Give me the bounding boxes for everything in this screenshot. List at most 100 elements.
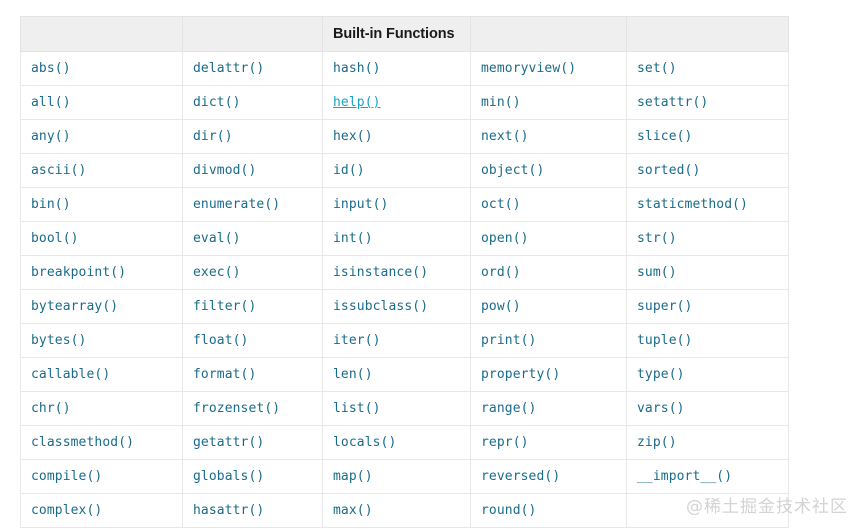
function-name: map() — [333, 469, 373, 484]
table-cell: round() — [470, 493, 627, 528]
function-name: staticmethod() — [637, 197, 748, 212]
table-cell: issubclass() — [322, 289, 471, 324]
table-cell: hex() — [322, 119, 471, 154]
table-cell: abs() — [20, 51, 183, 86]
function-name: round() — [481, 503, 537, 518]
table-cell: globals() — [182, 459, 323, 494]
table-cell: divmod() — [182, 153, 323, 188]
table-row: bool()eval()int()open()str() — [20, 221, 789, 256]
function-name: open() — [481, 231, 529, 246]
function-name: callable() — [31, 367, 111, 382]
table-cell: int() — [322, 221, 471, 256]
table-cell: min() — [470, 85, 627, 120]
function-name: slice() — [637, 129, 693, 144]
function-name: vars() — [637, 401, 685, 416]
function-name: divmod() — [193, 163, 257, 178]
table-row: any()dir()hex()next()slice() — [20, 119, 789, 154]
function-name: format() — [193, 367, 257, 382]
table-cell: max() — [322, 493, 471, 528]
table-cell: float() — [182, 323, 323, 358]
function-name: range() — [481, 401, 537, 416]
builtin-functions-table-container: Built-in Functions abs() delattr() hash() m… — [20, 16, 789, 528]
builtin-functions-table: Built-in Functions abs() delattr() hash() m… — [20, 16, 789, 528]
table-cell: list() — [322, 391, 471, 426]
table-header-cell-1 — [182, 16, 323, 52]
table-body: abs()delattr()hash()memoryview()set()all… — [20, 51, 789, 528]
function-name: dict() — [193, 95, 241, 110]
function-name: sorted() — [637, 163, 701, 178]
function-name: dir() — [193, 129, 233, 144]
function-name: ascii() — [31, 163, 87, 178]
table-cell: type() — [626, 357, 789, 392]
table-cell: exec() — [182, 255, 323, 290]
function-name: abs() — [31, 61, 71, 76]
table-cell: input() — [322, 187, 471, 222]
table-cell: object() — [470, 153, 627, 188]
function-name: all() — [31, 95, 71, 110]
function-name: memoryview() — [481, 61, 577, 76]
function-name: setattr() — [637, 95, 709, 110]
function-name: locals() — [333, 435, 397, 450]
table-row: classmethod() getattr() locals() repr() zip(… — [20, 425, 789, 460]
table-cell: super() — [626, 289, 789, 324]
table-cell: getattr() — [182, 425, 323, 460]
table-cell: compile() — [20, 459, 183, 494]
table-cell: hasattr() — [182, 493, 323, 528]
function-link[interactable]: help() — [333, 95, 381, 110]
table-cell: oct() — [470, 187, 627, 222]
table-cell: ord() — [470, 255, 627, 290]
table-cell: all() — [20, 85, 183, 120]
table-cell: breakpoint() — [20, 255, 183, 290]
table-row: complex()hasattr()max()round() — [20, 493, 789, 528]
table-cell: iter() — [322, 323, 471, 358]
table-cell: setattr() — [626, 85, 789, 120]
function-name: len() — [333, 367, 373, 382]
function-name: max() — [333, 503, 373, 518]
function-name: list() — [333, 401, 381, 416]
function-name: super() — [637, 299, 693, 314]
table-row: breakpoint()exec()isinstance()ord()sum() — [20, 255, 789, 290]
function-name: int() — [333, 231, 373, 246]
table-cell: zip() — [626, 425, 789, 460]
table-cell: open() — [470, 221, 627, 256]
table-cell: range() — [470, 391, 627, 426]
function-name: compile() — [31, 469, 103, 484]
function-name: globals() — [193, 469, 265, 484]
table-cell: set() — [626, 51, 789, 86]
table-header-cell-4 — [626, 16, 789, 52]
function-name: bytes() — [31, 333, 87, 348]
table-cell: enumerate() — [182, 187, 323, 222]
table-header-cell-title: Built-in Functions — [322, 16, 471, 52]
function-name: print() — [481, 333, 537, 348]
function-name: bin() — [31, 197, 71, 212]
function-name: getattr() — [193, 435, 265, 450]
table-cell: print() — [470, 323, 627, 358]
function-name: hasattr() — [193, 503, 265, 518]
function-name: hash() — [333, 61, 381, 76]
table-cell: delattr() — [182, 51, 323, 86]
table-cell: format() — [182, 357, 323, 392]
function-name: chr() — [31, 401, 71, 416]
table-cell: ascii() — [20, 153, 183, 188]
function-name: hex() — [333, 129, 373, 144]
function-name: iter() — [333, 333, 381, 348]
function-name: breakpoint() — [31, 265, 127, 280]
table-header-cell-3 — [470, 16, 627, 52]
table-row: bytearray()filter()issubclass()pow()supe… — [20, 289, 789, 324]
function-name: str() — [637, 231, 677, 246]
table-cell: __import__() — [626, 459, 789, 494]
table-cell: staticmethod() — [626, 187, 789, 222]
table-row: compile() globals() map() reversed() __impor… — [20, 459, 789, 494]
function-name: reversed() — [481, 469, 561, 484]
table-cell: classmethod() — [20, 425, 183, 460]
function-name: tuple() — [637, 333, 693, 348]
function-name: repr() — [481, 435, 529, 450]
table-cell: filter() — [182, 289, 323, 324]
table-cell: callable() — [20, 357, 183, 392]
function-name: any() — [31, 129, 71, 144]
function-name: sum() — [637, 265, 677, 280]
table-row: all() dict() help() min() setattr() — [20, 85, 789, 120]
table-row: bin() enumerate()input()oct() staticmethod… — [20, 187, 789, 222]
table-cell: len() — [322, 357, 471, 392]
